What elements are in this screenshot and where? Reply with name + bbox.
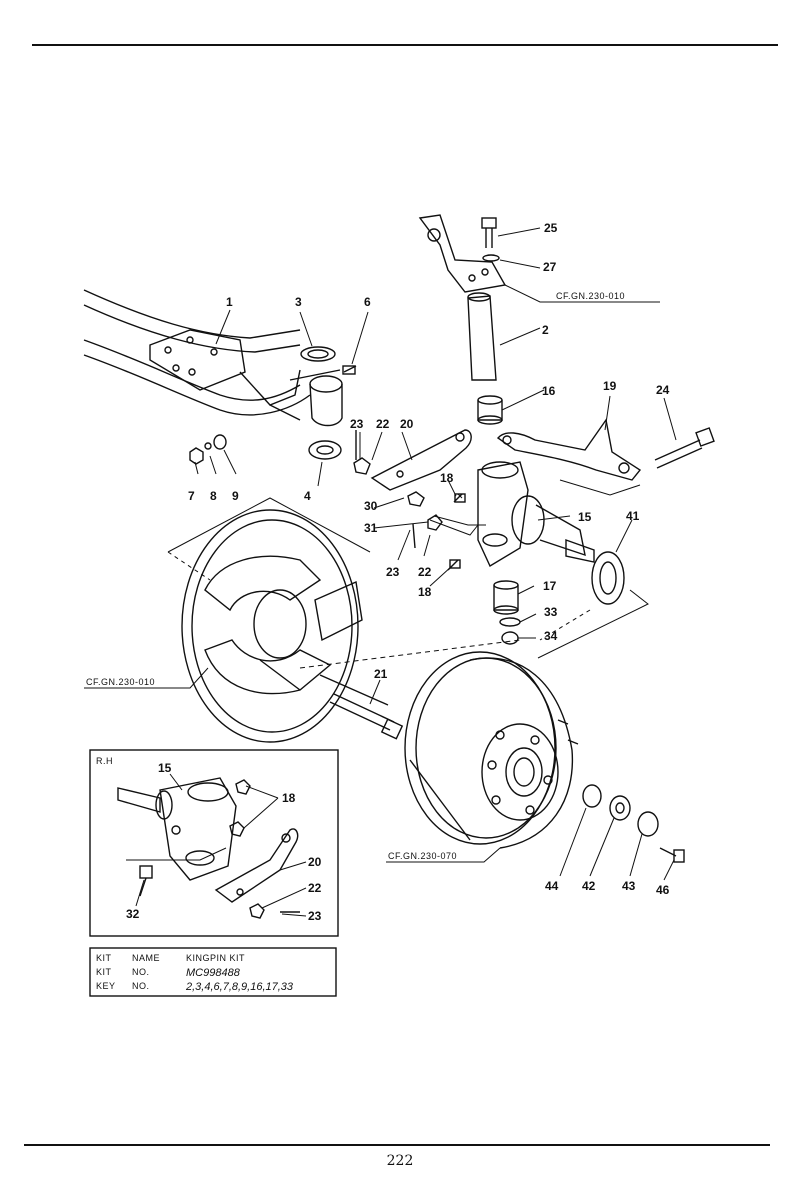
ref-label-upper-bracket: CF.GN.230-010	[556, 291, 625, 301]
kit-table: KIT NAME KINGPIN KIT KIT NO. MC998488 KE…	[96, 953, 294, 993]
callout-labels: 1 2 3 4 6 7 8 9 15 16 17 18 18 19 20 21 …	[86, 221, 670, 923]
callout-46: 46	[656, 883, 670, 897]
callout-6: 6	[364, 295, 371, 309]
callout-43: 43	[622, 879, 636, 893]
callout-16: 16	[542, 384, 556, 398]
kit-row-3-value: 2,3,4,6,7,8,9,16,17,33	[185, 981, 294, 993]
brake-drum	[404, 651, 685, 863]
callout-33: 33	[544, 605, 558, 619]
callout-41: 41	[626, 509, 640, 523]
top-rule	[32, 44, 778, 46]
leader-lines	[84, 227, 677, 881]
kit-row-1-value: KINGPIN KIT	[186, 953, 245, 963]
callout-23-upper: 23	[350, 417, 364, 431]
kit-row-1-field: NAME	[132, 953, 160, 963]
steering-knuckle	[353, 430, 625, 645]
callout-8: 8	[210, 489, 217, 503]
ref-label-drum: CF.GN.230-070	[388, 851, 457, 861]
kit-row-2-field: NO.	[132, 967, 150, 977]
axle-beam-part	[83, 289, 341, 421]
callout-31: 31	[364, 521, 378, 535]
knuckle-arms	[370, 418, 715, 491]
callout-15: 15	[578, 510, 592, 524]
callout-3: 3	[295, 295, 302, 309]
inset-callout-15: 15	[158, 761, 172, 775]
callout-22-lower: 22	[418, 565, 432, 579]
bottom-rule	[24, 1144, 770, 1146]
callout-9: 9	[232, 489, 239, 503]
callout-27: 27	[543, 260, 557, 274]
callout-25: 25	[544, 221, 558, 235]
inset-rh-box	[89, 749, 339, 937]
callout-21: 21	[374, 667, 388, 681]
upper-bracket	[418, 214, 507, 425]
kit-row-2-value: MC998488	[186, 967, 241, 979]
callout-18-upper: 18	[440, 471, 454, 485]
callout-1: 1	[226, 295, 233, 309]
kit-row-2-label: KIT	[96, 967, 112, 977]
callout-2: 2	[542, 323, 549, 337]
inset-callout-22: 22	[308, 881, 322, 895]
callout-44: 44	[545, 879, 559, 893]
kit-row-3-field: NO.	[132, 981, 150, 991]
callout-24: 24	[656, 383, 670, 397]
inset-callout-18: 18	[282, 791, 296, 805]
callout-34: 34	[544, 629, 558, 643]
inset-callout-20: 20	[308, 855, 322, 869]
callout-19: 19	[603, 379, 617, 393]
kit-table-box	[89, 947, 337, 997]
inset-callout-23: 23	[308, 909, 322, 923]
callout-7: 7	[188, 489, 195, 503]
callout-22-upper: 22	[376, 417, 390, 431]
callout-23-lower: 23	[386, 565, 400, 579]
ref-label-backing-plate: CF.GN.230-010	[86, 677, 155, 687]
inset-callout-32: 32	[126, 907, 140, 921]
kit-row-1-label: KIT	[96, 953, 112, 963]
callout-20: 20	[400, 417, 414, 431]
page-number: 222	[386, 1153, 414, 1169]
callout-18-lower: 18	[418, 585, 432, 599]
callout-42: 42	[582, 879, 596, 893]
kingpin-boss	[189, 346, 357, 465]
callout-17: 17	[543, 579, 557, 593]
inset-title: R.H	[96, 756, 113, 766]
kit-row-3-label: KEY	[96, 981, 116, 991]
callout-4: 4	[304, 489, 311, 503]
reference-brackets	[167, 479, 649, 669]
callout-30: 30	[364, 499, 378, 513]
brake-backing-plate	[181, 509, 404, 743]
